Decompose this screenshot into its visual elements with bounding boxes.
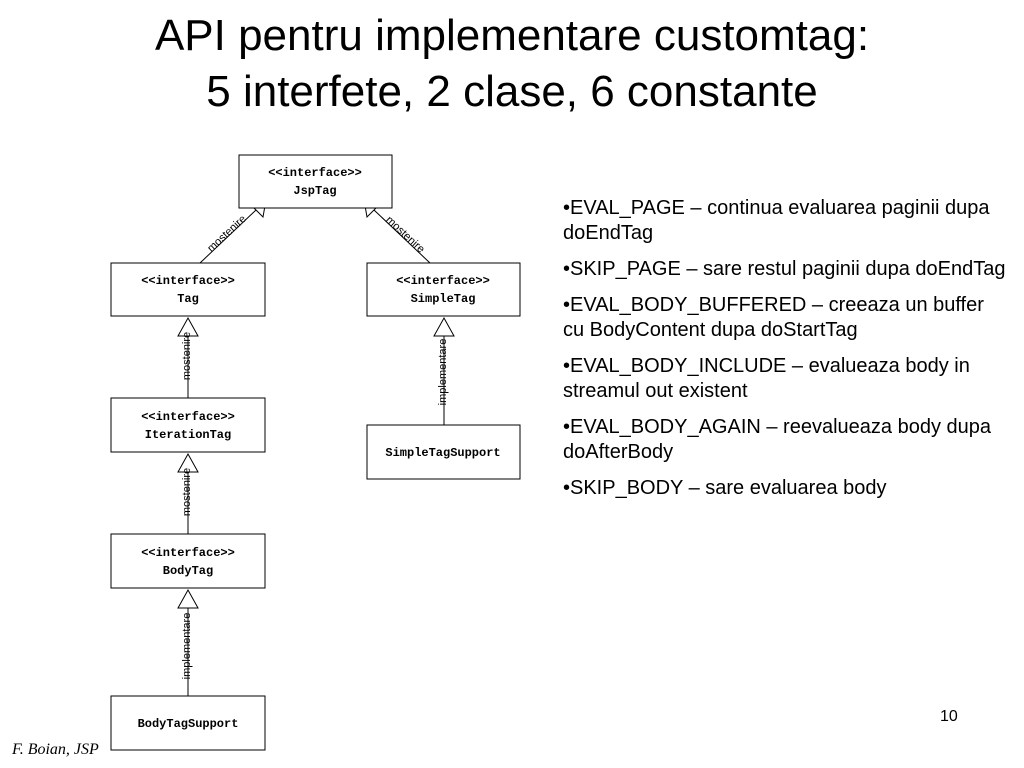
box-name: BodyTagSupport bbox=[138, 717, 239, 731]
class-box-tag: <<interface>> Tag bbox=[110, 262, 266, 317]
inheritance-arrowhead bbox=[177, 316, 199, 337]
constant-item: •EVAL_BODY_BUFFERED – creeaza un buffer … bbox=[563, 294, 984, 341]
constant-item: •EVAL_BODY_AGAIN – reevalueaza body dupa… bbox=[563, 416, 991, 463]
edge-label: mostenire bbox=[181, 468, 193, 516]
box-name: BodyTag bbox=[163, 564, 213, 578]
constants-list: •EVAL_PAGE – continua evaluarea paginii … bbox=[563, 196, 1008, 512]
box-name: JspTag bbox=[293, 184, 336, 198]
box-stereotype: <<interface>> bbox=[268, 166, 362, 180]
edge-iterationtag-to-tag bbox=[177, 316, 199, 398]
edge-label: mostenire bbox=[205, 213, 249, 255]
box-stereotype: <<interface>> bbox=[396, 274, 490, 288]
inheritance-arrowhead bbox=[177, 452, 199, 473]
constant-item: •SKIP_PAGE – sare restul paginii dupa do… bbox=[563, 258, 1006, 280]
implementation-arrowhead bbox=[177, 588, 199, 609]
box-name: Tag bbox=[177, 292, 199, 306]
edge-label: mostenire bbox=[383, 214, 427, 256]
box-name: SimpleTagSupport bbox=[385, 446, 500, 460]
class-box-bodytagsupport: BodyTagSupport bbox=[110, 695, 266, 751]
slide-title: API pentru implementare customtag: 5 int… bbox=[0, 8, 1024, 120]
class-box-jsptag: <<interface>> JspTag bbox=[238, 154, 393, 209]
slide-title-line-1: API pentru implementare customtag: bbox=[154, 11, 870, 60]
footer-author: F. Boian, JSP bbox=[12, 741, 99, 758]
box-stereotype: <<interface>> bbox=[141, 546, 235, 560]
slide-title-line-2: 5 interfete, 2 clase, 6 constante bbox=[206, 67, 818, 116]
edge-label: implementare bbox=[437, 339, 449, 406]
constant-item: •EVAL_BODY_INCLUDE – evalueaza body in s… bbox=[563, 355, 970, 402]
constant-item: •EVAL_PAGE – continua evaluarea paginii … bbox=[563, 197, 990, 244]
class-box-bodytag: <<interface>> BodyTag bbox=[110, 533, 266, 589]
edge-bodytagsupport-to-bodytag bbox=[177, 588, 199, 696]
implementation-arrowhead bbox=[433, 316, 455, 337]
class-box-simpletag: <<interface>> SimpleTag bbox=[366, 262, 521, 317]
edge-simpletagsupport-to-simpletag bbox=[433, 316, 455, 425]
edge-bodytag-to-iterationtag bbox=[177, 452, 199, 534]
class-box-simpletagsupport: SimpleTagSupport bbox=[366, 424, 521, 480]
box-name: IterationTag bbox=[145, 428, 231, 442]
box-stereotype: <<interface>> bbox=[141, 410, 235, 424]
class-box-iterationtag: <<interface>> IterationTag bbox=[110, 397, 266, 453]
edge-label: implementare bbox=[181, 613, 193, 680]
page-number: 10 bbox=[940, 708, 958, 725]
edge-label: mostenire bbox=[181, 332, 193, 380]
box-stereotype: <<interface>> bbox=[141, 274, 235, 288]
box-name: SimpleTag bbox=[411, 292, 476, 306]
constant-item: •SKIP_BODY – sare evaluarea body bbox=[563, 477, 887, 499]
